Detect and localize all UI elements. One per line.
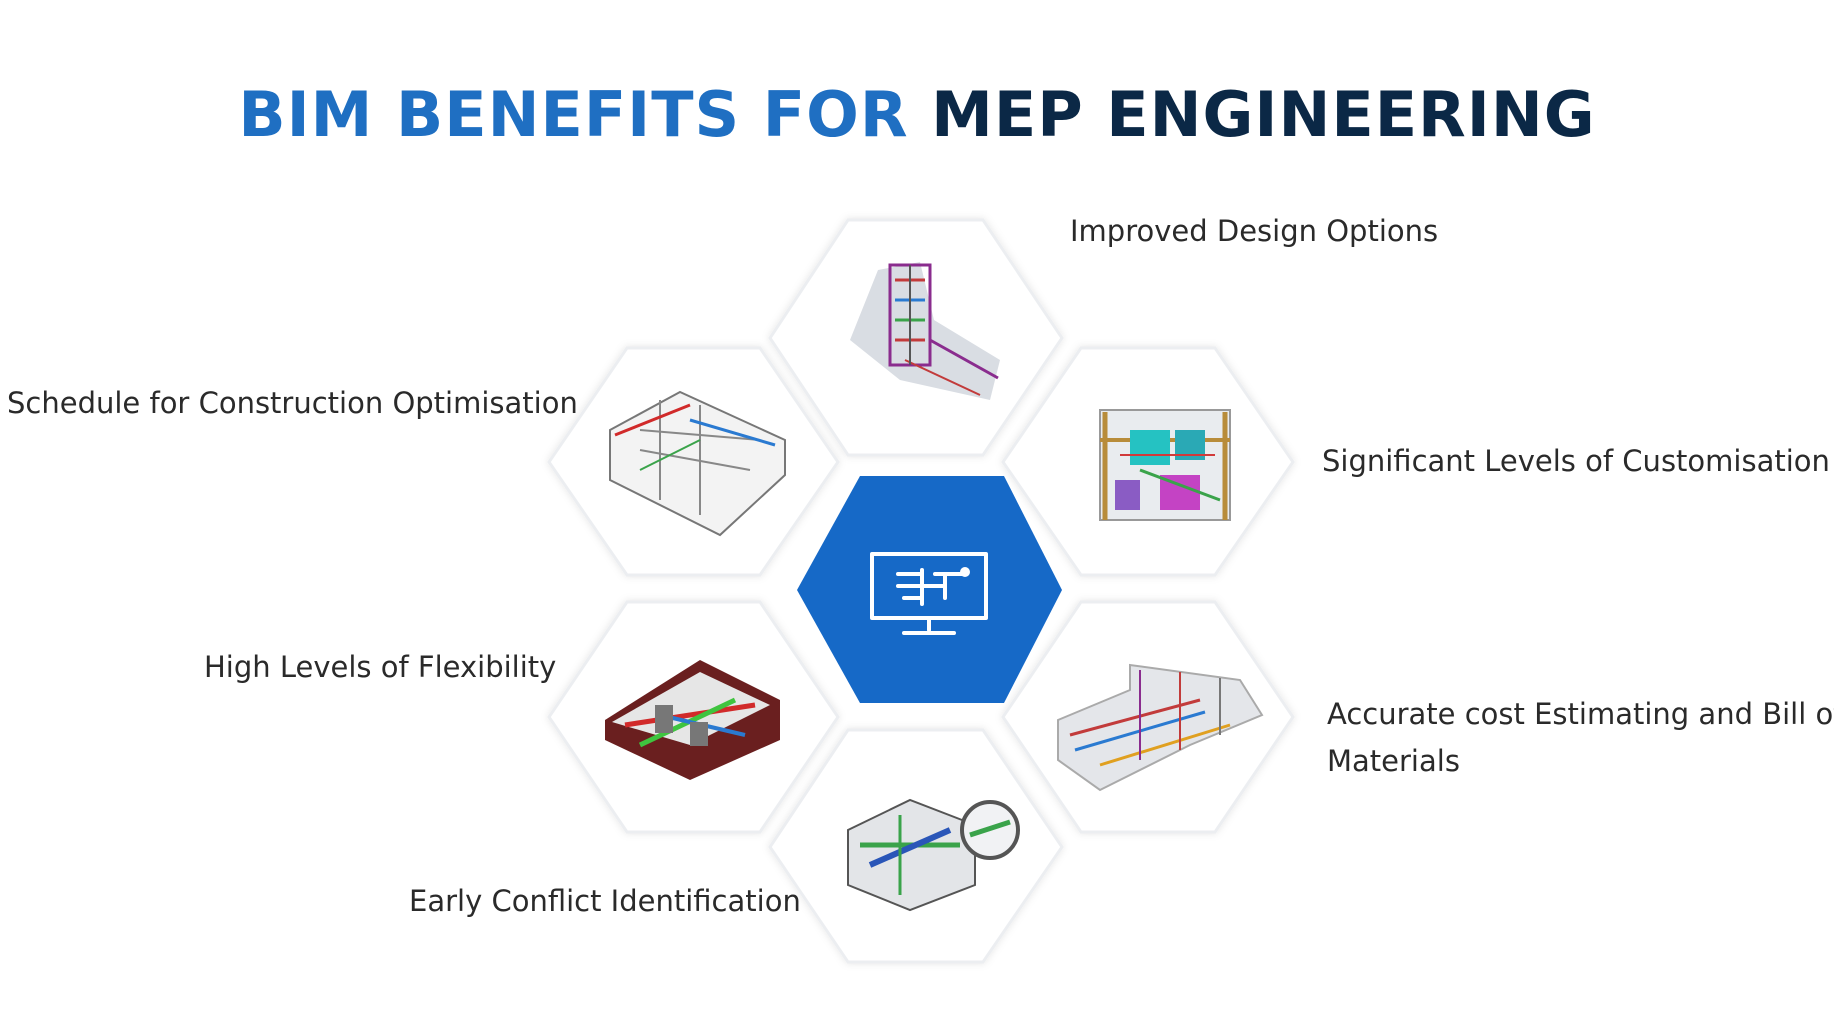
bim-tower-model-icon <box>850 262 1000 400</box>
label-cost-estimating: Accurate cost Estimating and Bill of Mat… <box>1327 691 1834 785</box>
hex-schedule-optimisation <box>547 346 840 577</box>
clash-detection-model-icon <box>847 798 1020 912</box>
hex-improved-design-options <box>768 218 1064 457</box>
building-floor-model-icon <box>609 390 786 537</box>
label-schedule-optimisation: Schedule for Construction Optimisation <box>7 386 578 420</box>
hex-early-conflict <box>768 728 1064 964</box>
hex-flexibility <box>547 600 840 834</box>
hex-customisation <box>1001 346 1295 577</box>
monitor-circuit-icon <box>870 552 988 635</box>
label-cost-estimating-line2: Materials <box>1327 744 1460 778</box>
page-title: BIM BENEFITS FOR MEP ENGINEERING <box>0 78 1834 151</box>
hex-cost-estimating <box>1001 600 1295 834</box>
label-flexibility: High Levels of Flexibility <box>204 650 557 684</box>
title-highlight: BIM BENEFITS FOR <box>238 78 909 151</box>
mep-room-model-icon <box>605 660 780 780</box>
mep-plant-model-icon <box>1099 409 1231 521</box>
label-customisation: Significant Levels of Customisation <box>1322 444 1830 478</box>
label-cost-estimating-line1: Accurate cost Estimating and Bill of <box>1327 697 1834 731</box>
title-main: MEP ENGINEERING <box>931 78 1596 151</box>
center-hex <box>797 476 1062 703</box>
label-early-conflict: Early Conflict Identification <box>409 884 801 918</box>
mep-pipework-model-icon <box>1057 663 1264 792</box>
label-improved-design-options: Improved Design Options <box>1070 214 1439 248</box>
